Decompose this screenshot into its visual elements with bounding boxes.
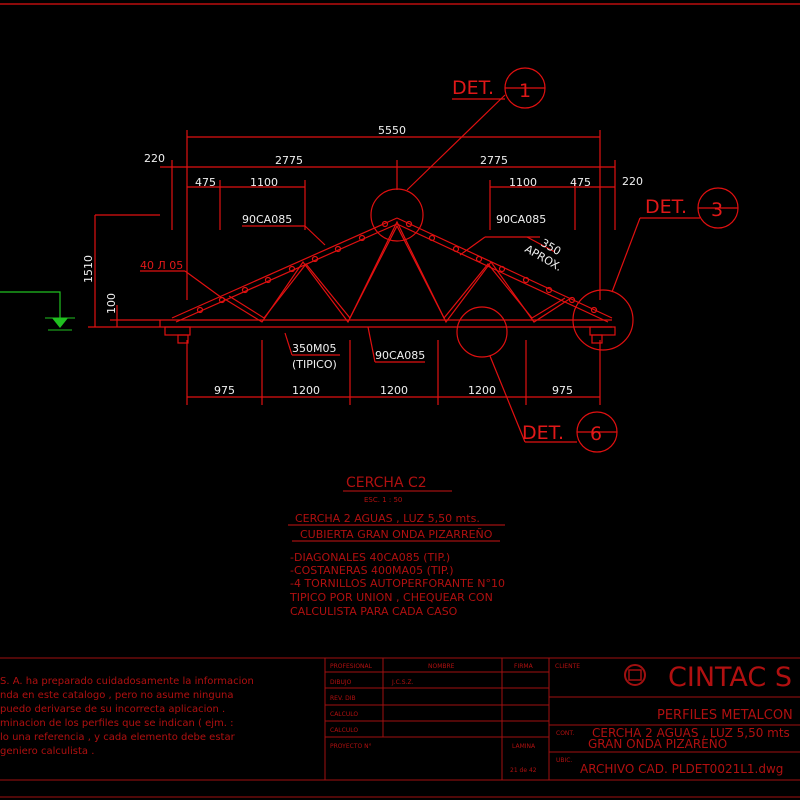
note-1: -DIAGONALES 40CA085 (TIP.): [290, 551, 450, 564]
title-block-lines: [0, 657, 800, 798]
dimension-lines: [88, 130, 616, 405]
file-name: ARCHIVO CAD. PLDET0021L1.dwg: [580, 762, 783, 776]
header-nombre: NOMBRE: [428, 663, 455, 670]
note-4: TIPICO POR UNION , CHEQUEAR CON: [289, 591, 493, 604]
label-top-chord-left: 90CA085: [242, 213, 292, 226]
detail-6-label: DET.: [522, 422, 564, 444]
lamina-label: LAMINA: [512, 743, 536, 750]
truss: [159, 217, 616, 344]
header-firma: FIRMA: [514, 663, 534, 670]
cont-label: CONT.: [556, 730, 574, 737]
dim-overall: 5550: [378, 124, 406, 137]
proyecto-label: PROYECTO N°: [330, 743, 372, 750]
dim-height: 1510: [82, 255, 95, 283]
detail-6-number: 6: [590, 423, 602, 445]
product-line: PERFILES METALCON: [657, 708, 793, 723]
dim-half-right: 2775: [480, 154, 508, 167]
cintac-logo-icon: [624, 664, 646, 686]
detail-3-label: DET.: [645, 196, 687, 218]
dim-bottom-1: 975: [214, 384, 235, 397]
disclaimer-4: minacion de los perfiles que se indican …: [0, 718, 234, 729]
lamina-value: 21 de 42: [510, 767, 537, 774]
header-profesional: PROFESIONAL: [330, 663, 373, 670]
dim-bottom-2: 1200: [292, 384, 320, 397]
subtitle-2: CUBIERTA GRAN ONDA PIZARREÑO: [300, 528, 493, 541]
row-name-1: J.C.S.Z.: [391, 679, 414, 686]
disclaimer-3: puedo derivarse de su incorrecta aplicac…: [0, 704, 225, 715]
disclaimer-1: S. A. ha preparado cuidadosamente la inf…: [0, 676, 254, 687]
company-name: CINTAC S: [668, 662, 792, 693]
label-purlin: 40 Л 05: [140, 259, 183, 272]
detail-1-label: DET.: [452, 77, 494, 99]
label-top-chord-right: 90CA085: [496, 213, 546, 226]
detail-markers: [370, 67, 739, 453]
note-3: -4 TORNILLOS AUTOPERFORANTE N°10: [290, 577, 505, 590]
note-2: -COSTANERAS 400MA05 (TIP.): [290, 564, 454, 577]
dim-overhang-left: 220: [144, 152, 165, 165]
row-label-3: CALCULO: [330, 711, 358, 718]
dim-base-height: 100: [105, 293, 118, 314]
disclaimer-2: nda en este catalogo , pero no asume nin…: [0, 690, 234, 701]
dim-overhang-right: 220: [622, 175, 643, 188]
row-label-1: DIBUJO: [330, 679, 352, 686]
dim-bottom-3: 1200: [380, 384, 408, 397]
drawing-title: CERCHA C2: [346, 475, 427, 491]
label-bolt-2: (TIPICO): [292, 358, 337, 371]
dim-bottom-5: 975: [552, 384, 573, 397]
ubic-label: UBIC.: [556, 757, 572, 764]
dim-1100-right: 1100: [509, 176, 537, 189]
level-marker: [0, 291, 75, 331]
note-5: CALCULISTA PARA CADA CASO: [290, 605, 458, 618]
label-bottom-chord: 90CA085: [375, 349, 425, 362]
cont-line-2: GRAN ONDA PIZAREÑO: [588, 736, 727, 751]
dim-1100-left: 1100: [250, 176, 278, 189]
row-label-2: REV. DIB: [330, 695, 356, 702]
detail-1-number: 1: [519, 80, 531, 102]
header-cliente: CLIENTE: [555, 663, 580, 670]
dim-bottom-4: 1200: [468, 384, 496, 397]
dim-475-left: 475: [195, 176, 216, 189]
detail-3-number: 3: [711, 199, 723, 221]
row-label-4: CALCULO: [330, 727, 358, 734]
disclaimer-6: geniero calculista .: [0, 746, 94, 757]
drawing-scale: ESC. 1 : 50: [364, 496, 402, 504]
label-bolt-1: 350M05: [292, 342, 336, 355]
subtitle-1: CERCHA 2 AGUAS , LUZ 5,50 mts.: [295, 512, 480, 525]
dim-475-right: 475: [570, 176, 591, 189]
dim-half-left: 2775: [275, 154, 303, 167]
disclaimer-5: lo una referencia , y cada elemento debe…: [0, 732, 236, 743]
cont-line-1: CERCHA 2 AGUAS , LUZ 5,50 mts: [592, 726, 790, 740]
